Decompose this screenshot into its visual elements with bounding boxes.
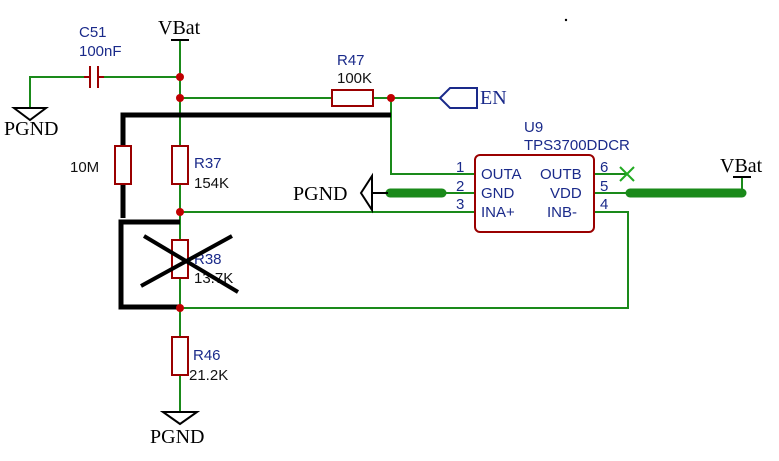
u9-body xyxy=(474,154,595,233)
stray-dot xyxy=(564,18,568,22)
rework-wire-top xyxy=(120,112,391,218)
u9-pin6-num: 6 xyxy=(600,159,608,176)
c51-value: 100nF xyxy=(79,43,122,60)
resistor-10m: 10M xyxy=(70,145,132,185)
r46-value: 21.2K xyxy=(189,367,228,384)
resistor-r38: R38 13.7K xyxy=(140,234,240,294)
u9-pin2-name: GND xyxy=(481,185,515,202)
r47-ref: R47 xyxy=(337,52,365,69)
u9-pin3-name: INA+ xyxy=(481,204,515,221)
en-port: EN xyxy=(438,87,507,109)
no-connect-icon xyxy=(619,166,635,182)
resistor-r46: R46 21.2K xyxy=(171,336,228,384)
u9-pin3-num: 3 xyxy=(456,196,464,213)
ground-symbol-left: PGND xyxy=(4,107,58,140)
resistor-r47: R47 100K xyxy=(331,52,374,107)
vbat-symbol-top: VBat xyxy=(158,17,201,41)
u9-pin2-num: 2 xyxy=(456,178,464,195)
wires xyxy=(29,40,743,412)
net-label-en: EN xyxy=(480,87,507,109)
ground-symbol-mid: PGND xyxy=(293,172,388,214)
r46-ref: R46 xyxy=(193,347,221,364)
net-label-pgnd-mid: PGND xyxy=(293,183,347,205)
u9-pin1-num: 1 xyxy=(456,159,464,176)
net-label-vbat-right: VBat xyxy=(720,155,763,177)
u9-pin5-num: 5 xyxy=(600,178,608,195)
u9-pin1-name: OUTA xyxy=(481,166,522,183)
u9-pin6-name: OUTB xyxy=(540,166,582,183)
u9-pin4-name: INB- xyxy=(547,204,577,221)
resistor-r37: R37 154K xyxy=(171,145,229,192)
u9-pin5-name: VDD xyxy=(550,185,582,202)
r37-value: 154K xyxy=(194,175,229,192)
r37-ref: R37 xyxy=(194,155,222,172)
rework-box xyxy=(118,219,180,310)
r47-value: 100K xyxy=(337,70,372,87)
r10m-value: 10M xyxy=(70,159,99,176)
ground-symbol-bottom: PGND xyxy=(150,411,204,448)
net-label-pgnd-left: PGND xyxy=(4,118,58,140)
capacitor-c51: C51 100nF xyxy=(79,24,122,88)
c51-ref: C51 xyxy=(79,24,107,41)
ic-u9: U9 TPS3700DDCR 1 2 3 OUTA GND INA+ OUTB … xyxy=(456,119,630,233)
u9-part: TPS3700DDCR xyxy=(524,137,630,154)
r38-cross-mark xyxy=(142,234,240,294)
net-label-pgnd-bottom: PGND xyxy=(150,426,204,448)
u9-pin4-num: 4 xyxy=(600,196,608,213)
net-label-vbat-top: VBat xyxy=(158,17,201,39)
u9-ref: U9 xyxy=(524,119,543,136)
vbat-symbol-right: VBat xyxy=(720,155,763,178)
